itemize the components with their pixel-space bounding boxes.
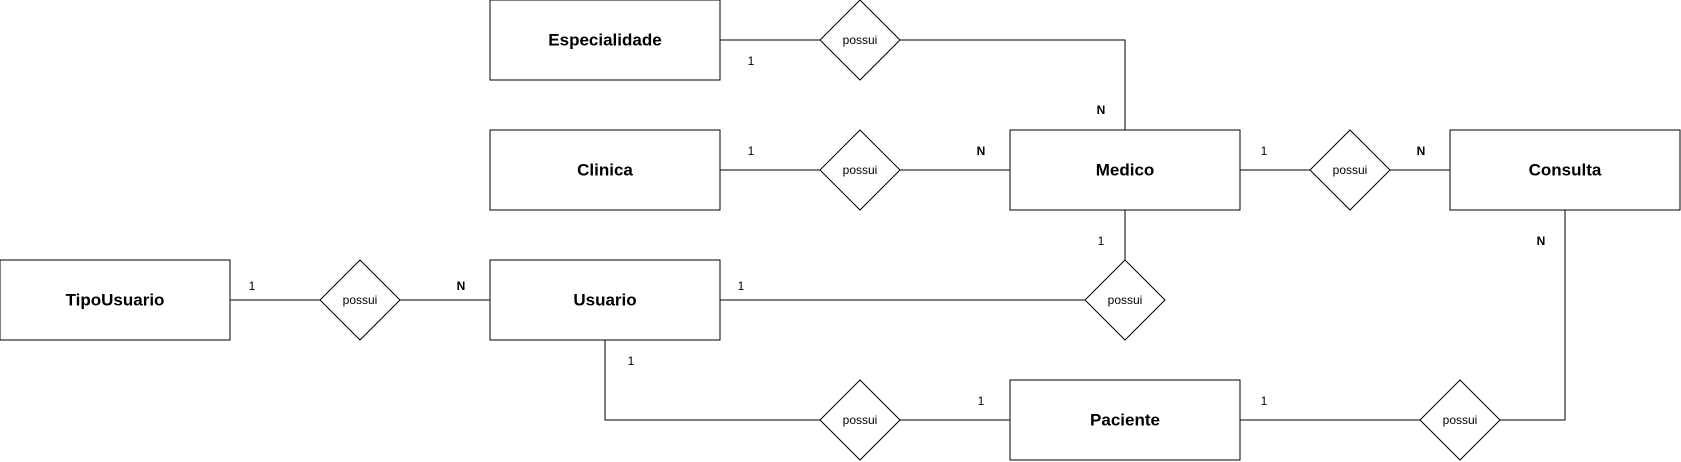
entity-usuario[interactable]: Usuario bbox=[489, 259, 721, 341]
entity-especialidade-label: Especialidade bbox=[548, 31, 661, 50]
cardinality-medico-from-clinica: N bbox=[977, 144, 986, 158]
relationship-paciente-consulta-diamond bbox=[1419, 379, 1501, 461]
relationship-clinica-medico[interactable]: possui bbox=[819, 129, 901, 211]
entity-consulta[interactable]: Consulta bbox=[1449, 129, 1681, 211]
entity-usuario-box bbox=[489, 259, 721, 341]
cardinality-medico-to-consulta: 1 bbox=[1261, 144, 1268, 158]
cardinality-medico-from-usuario: 1 bbox=[1098, 234, 1105, 248]
connectors bbox=[230, 39, 1566, 421]
relationship-tipousuario-usuario-diamond bbox=[319, 259, 401, 341]
entity-consulta-box bbox=[1449, 129, 1681, 211]
cardinality-medico-from-especialidade: N bbox=[1097, 103, 1106, 117]
relationship-usuario-medico[interactable]: possui bbox=[1084, 259, 1166, 341]
relationship-especialidade-medico-diamond bbox=[819, 0, 901, 81]
entity-tipousuario[interactable]: TipoUsuario bbox=[0, 259, 231, 341]
cardinality-labels: 1 N 1 N 1 N 1 N 1 1 1 1 1 N bbox=[249, 54, 1546, 408]
entity-clinica[interactable]: Clinica bbox=[489, 129, 721, 211]
relationship-medico-consulta[interactable]: possui bbox=[1309, 129, 1391, 211]
entity-medico[interactable]: Medico bbox=[1009, 129, 1241, 211]
relationship-tipousuario-usuario[interactable]: possui bbox=[319, 259, 401, 341]
relationship-usuario-paciente-diamond bbox=[819, 379, 901, 461]
entity-medico-box bbox=[1009, 129, 1241, 211]
entity-usuario-label: Usuario bbox=[573, 291, 636, 310]
relationship-usuario-medico-label: possui bbox=[1108, 293, 1143, 307]
entity-paciente-label: Paciente bbox=[1090, 411, 1160, 430]
relationship-usuario-paciente[interactable]: possui bbox=[819, 379, 901, 461]
entity-tipousuario-box bbox=[0, 259, 231, 341]
relationship-medico-consulta-diamond bbox=[1309, 129, 1391, 211]
edge-rel-consulta-from-paciente bbox=[1500, 210, 1566, 421]
relationship-especialidade-medico-label: possui bbox=[843, 33, 878, 47]
cardinality-usuario-to-medico: 1 bbox=[738, 279, 745, 293]
cardinality-especialidade-side: 1 bbox=[748, 54, 755, 68]
cardinality-consulta-from-paciente: N bbox=[1537, 234, 1546, 248]
relationship-tipousuario-usuario-label: possui bbox=[343, 293, 378, 307]
cardinality-paciente-to-consulta: 1 bbox=[1261, 394, 1268, 408]
entity-especialidade[interactable]: Especialidade bbox=[489, 0, 721, 81]
cardinality-usuario-from-tipousuario: N bbox=[457, 279, 466, 293]
entity-paciente-box bbox=[1009, 379, 1241, 461]
entity-medico-label: Medico bbox=[1096, 161, 1155, 180]
relationship-medico-consulta-label: possui bbox=[1333, 163, 1368, 177]
cardinality-clinica-side: 1 bbox=[748, 144, 755, 158]
relationship-clinica-medico-label: possui bbox=[843, 163, 878, 177]
relationship-usuario-paciente-label: possui bbox=[843, 413, 878, 427]
edge-usuario-rel-paciente bbox=[604, 340, 820, 421]
entity-paciente[interactable]: Paciente bbox=[1009, 379, 1241, 461]
entity-especialidade-box bbox=[489, 0, 721, 81]
cardinality-tipousuario-side: 1 bbox=[249, 279, 256, 293]
entity-tipousuario-label: TipoUsuario bbox=[66, 291, 165, 310]
relationship-especialidade-medico[interactable]: possui bbox=[819, 0, 901, 81]
relationship-paciente-consulta[interactable]: possui bbox=[1419, 379, 1501, 461]
entity-clinica-label: Clinica bbox=[577, 161, 633, 180]
relationship-paciente-consulta-label: possui bbox=[1443, 413, 1478, 427]
entity-clinica-box bbox=[489, 129, 721, 211]
edge-rel-medico-from-especialidade bbox=[900, 39, 1126, 130]
relationship-usuario-medico-diamond bbox=[1084, 259, 1166, 341]
cardinality-paciente-from-usuario: 1 bbox=[978, 394, 985, 408]
cardinality-consulta-from-medico: N bbox=[1417, 144, 1426, 158]
cardinality-usuario-to-paciente: 1 bbox=[628, 354, 635, 368]
entity-consulta-label: Consulta bbox=[1529, 161, 1602, 180]
relationship-clinica-medico-diamond bbox=[819, 129, 901, 211]
